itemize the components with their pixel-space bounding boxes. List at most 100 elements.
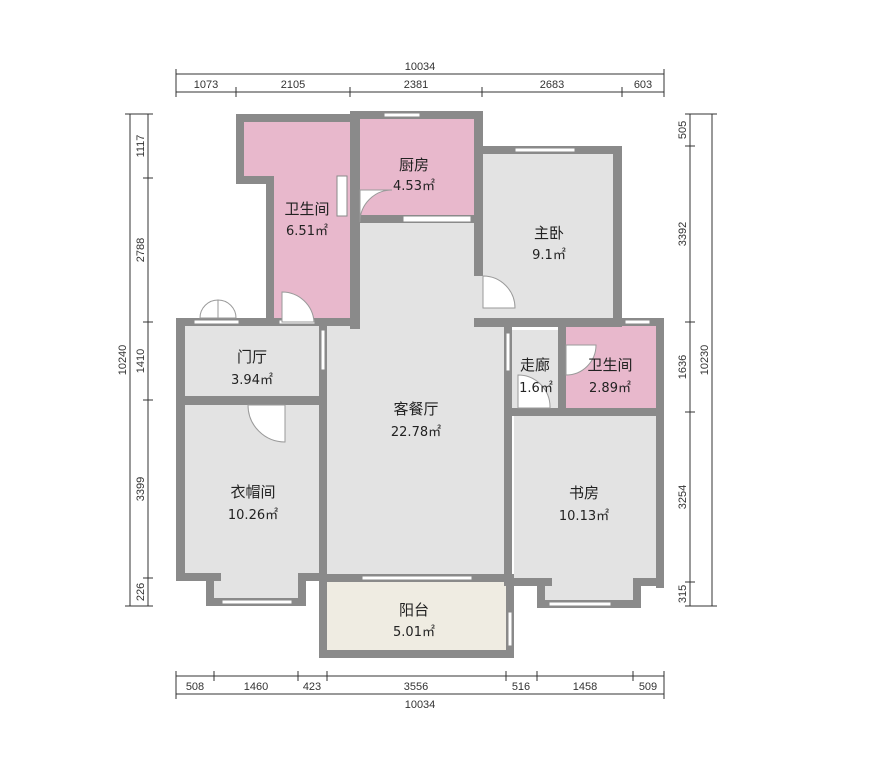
wall xyxy=(319,318,327,580)
wall xyxy=(558,318,664,326)
room-area-balcony: 5.01㎡ xyxy=(393,625,435,640)
window xyxy=(221,599,293,605)
windows xyxy=(193,112,651,647)
dim-top-seg: 2683 xyxy=(540,79,564,91)
wall xyxy=(236,114,244,184)
dim-right-seg: 1636 xyxy=(677,355,689,379)
dim-left-seg: 3399 xyxy=(135,477,147,501)
door-swing xyxy=(247,404,286,443)
doors xyxy=(199,189,597,443)
floors xyxy=(185,119,656,650)
wall xyxy=(206,573,214,606)
dim-left-seg: 226 xyxy=(135,583,147,601)
wall xyxy=(633,578,664,586)
window xyxy=(507,611,513,647)
dim-left-seg: 1410 xyxy=(135,349,147,373)
room-name-corridor: 走廊 xyxy=(520,356,550,374)
door-swing xyxy=(217,299,237,319)
wall xyxy=(176,318,185,581)
dim-top-seg: 603 xyxy=(634,79,652,91)
kitchen-floor xyxy=(358,119,475,217)
dim-right-seg: 3254 xyxy=(677,485,689,509)
wall xyxy=(633,578,641,608)
wall xyxy=(266,176,274,326)
wall xyxy=(474,318,622,327)
cloak-floor xyxy=(185,405,322,598)
wall xyxy=(474,229,483,276)
dim-top-seg: 2381 xyxy=(404,79,428,91)
wall xyxy=(298,573,327,581)
door-swing xyxy=(482,275,516,309)
dim-top-total: 10034 xyxy=(405,61,436,73)
wall xyxy=(474,111,483,229)
window xyxy=(505,332,511,372)
living-upper-floor xyxy=(360,222,478,322)
dim-bottom-seg: 1460 xyxy=(244,681,268,693)
wall xyxy=(504,318,512,582)
room-name-foyer: 门厅 xyxy=(237,348,267,366)
window xyxy=(361,575,473,581)
wall xyxy=(236,114,358,122)
room-name-balcony: 阳台 xyxy=(399,601,429,619)
dim-bottom-seg: 3556 xyxy=(404,681,428,693)
wall xyxy=(176,318,360,326)
dim-left-seg: 1117 xyxy=(135,135,147,158)
dimension-lines xyxy=(125,69,717,699)
dim-top-seg: 2105 xyxy=(281,79,305,91)
window xyxy=(624,319,651,325)
wall xyxy=(176,573,221,581)
wall xyxy=(298,573,306,606)
wall xyxy=(613,146,622,326)
door-swing xyxy=(517,374,551,409)
wall xyxy=(656,318,664,588)
dim-bottom-seg: 508 xyxy=(186,681,204,693)
dim-bottom-total: 10034 xyxy=(405,699,436,711)
dim-right-seg: 3392 xyxy=(677,222,689,246)
door-swing xyxy=(359,189,393,223)
study-floor xyxy=(514,415,656,600)
window xyxy=(402,215,472,223)
room-area-bath-right: 2.89㎡ xyxy=(589,381,631,396)
room-area-study: 10.13㎡ xyxy=(559,509,609,524)
window xyxy=(193,319,240,325)
wall xyxy=(236,176,274,184)
bath-left-floor xyxy=(244,121,350,322)
room-area-foyer: 3.94㎡ xyxy=(231,373,273,388)
dim-left-total: 10240 xyxy=(117,345,129,376)
wall xyxy=(176,396,327,405)
room-labels: 卫生间 6.51㎡ 厨房 4.53㎡ 主卧 9.1㎡ 门厅 3.94㎡ 客餐厅 … xyxy=(228,156,633,640)
dim-bottom-seg: 509 xyxy=(639,681,657,693)
room-name-master: 主卧 xyxy=(534,224,564,242)
wall xyxy=(504,578,552,586)
dim-right-total: 10230 xyxy=(699,345,711,376)
balcony-floor xyxy=(327,582,507,650)
room-area-cloak: 10.26㎡ xyxy=(228,508,278,523)
room-name-study: 书房 xyxy=(569,484,599,502)
dim-top-seg: 1073 xyxy=(194,79,218,91)
door-swing xyxy=(199,299,219,319)
room-area-kitchen: 4.53㎡ xyxy=(393,179,435,194)
room-area-corridor: 1.6㎡ xyxy=(519,381,553,396)
dim-right-seg: 505 xyxy=(677,121,689,139)
foyer-floor xyxy=(185,326,322,396)
dim-bottom-seg: 516 xyxy=(512,681,530,693)
room-area-living: 22.78㎡ xyxy=(391,425,441,440)
window xyxy=(383,112,421,118)
room-area-master: 9.1㎡ xyxy=(532,248,566,263)
wall xyxy=(558,318,566,415)
room-name-bath-left: 卫生间 xyxy=(284,200,329,218)
room-name-cloak: 衣帽间 xyxy=(230,483,275,501)
room-name-bath-right: 卫生间 xyxy=(587,356,632,374)
window xyxy=(548,601,612,607)
window xyxy=(514,147,576,153)
window xyxy=(320,329,326,371)
wall xyxy=(319,650,514,658)
dimension-labels: 10034 1073 2105 2381 2683 603 508 1460 4… xyxy=(117,61,711,711)
wall xyxy=(504,408,664,416)
door-swing xyxy=(281,291,315,323)
room-name-living: 客餐厅 xyxy=(393,400,438,418)
room-area-bath-left: 6.51㎡ xyxy=(286,224,328,239)
dim-left-seg: 2788 xyxy=(135,238,147,262)
room-name-kitchen: 厨房 xyxy=(399,156,429,174)
